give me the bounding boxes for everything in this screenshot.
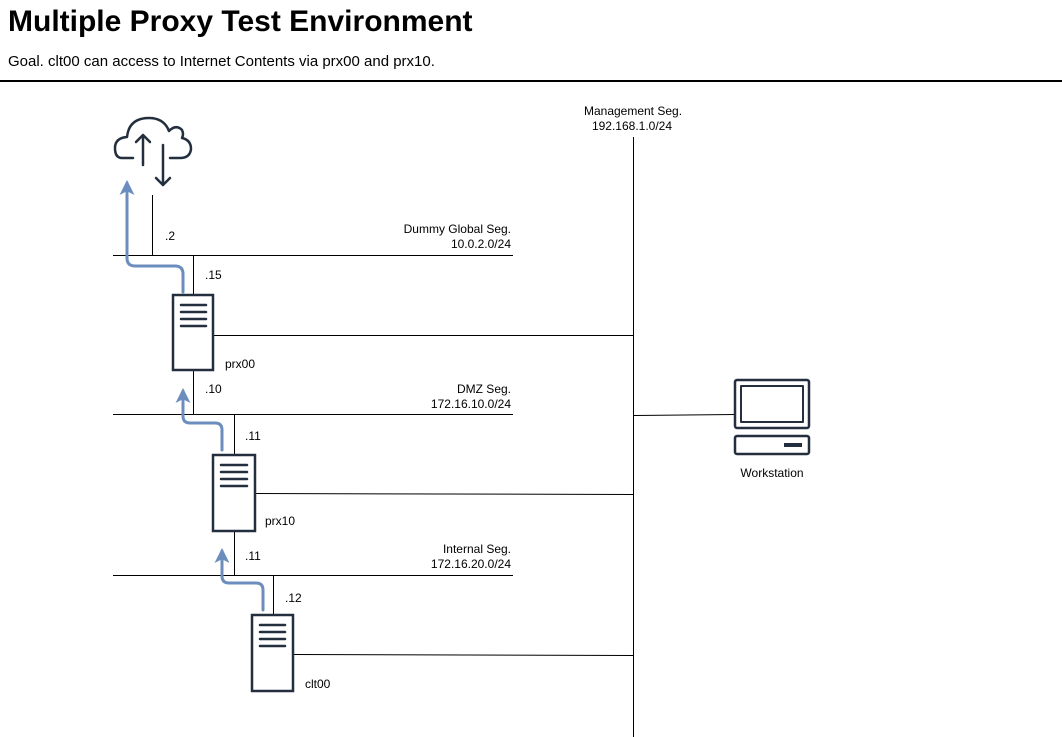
server-chassis	[211, 453, 257, 533]
monitor-frame	[733, 378, 811, 430]
computer-base	[733, 434, 811, 456]
flow-arrow-clt00-to-prx10	[214, 548, 265, 612]
cloud-upload-arrow	[134, 133, 152, 167]
clt00-internal-address-label: .12	[285, 591, 302, 605]
goal-description: Goal. clt00 can access to Internet Conte…	[8, 53, 435, 70]
server-chassis	[171, 293, 215, 372]
prx10-name-label: prx10	[265, 514, 295, 528]
node-links	[152, 195, 736, 656]
internet-address-label: .2	[165, 229, 175, 243]
management-segment-cidr: 192.168.1.0/24	[592, 119, 672, 133]
prx10-internal-address-label: .11	[245, 549, 261, 563]
segment-lines	[113, 137, 634, 737]
cloud-download-arrow	[154, 143, 172, 187]
dmz-segment-cidr: 172.16.10.0/24	[431, 397, 511, 411]
prx00-global-address-label: .15	[205, 268, 222, 282]
workstation-name-label: Workstation	[740, 466, 803, 480]
prx10-dmz-address-label: .11	[245, 429, 261, 443]
internet-cloud-icon	[113, 116, 193, 187]
traffic-flow-arrows	[119, 180, 265, 612]
global-segment-cidr: 10.0.2.0/24	[451, 237, 511, 251]
clt00-server-icon	[250, 613, 295, 693]
page-title: Multiple Proxy Test Environment	[8, 5, 473, 38]
flow-arrow-prx00-to-internet	[119, 180, 185, 294]
clt00-management-link	[292, 654, 634, 656]
prx00-server-icon	[171, 293, 215, 372]
internal-segment-name: Internal Seg.	[443, 542, 511, 556]
prx10-management-link	[254, 493, 634, 495]
internal-segment-cidr: 172.16.20.0/24	[431, 557, 511, 571]
cloud-outline	[113, 116, 193, 160]
drive-slot	[784, 443, 802, 447]
global-segment-name: Dummy Global Seg.	[404, 222, 511, 236]
header-divider	[0, 80, 1062, 82]
server-chassis	[250, 613, 295, 693]
diagram-labels: Management Seg. 192.168.1.0/24 Dummy Glo…	[165, 104, 804, 691]
dmz-segment-name: DMZ Seg.	[457, 382, 511, 396]
monitor-screen	[740, 385, 804, 423]
clt00-name-label: clt00	[305, 677, 331, 691]
flow-arrow-prx10-to-prx00	[175, 388, 224, 452]
prx00-name-label: prx00	[225, 357, 255, 371]
prx00-dmz-address-label: .10	[205, 382, 222, 396]
workstation-management-link	[633, 414, 736, 416]
prx10-server-icon	[211, 453, 257, 533]
management-segment-name: Management Seg.	[584, 104, 682, 118]
workstation-desktop-icon	[733, 378, 811, 456]
